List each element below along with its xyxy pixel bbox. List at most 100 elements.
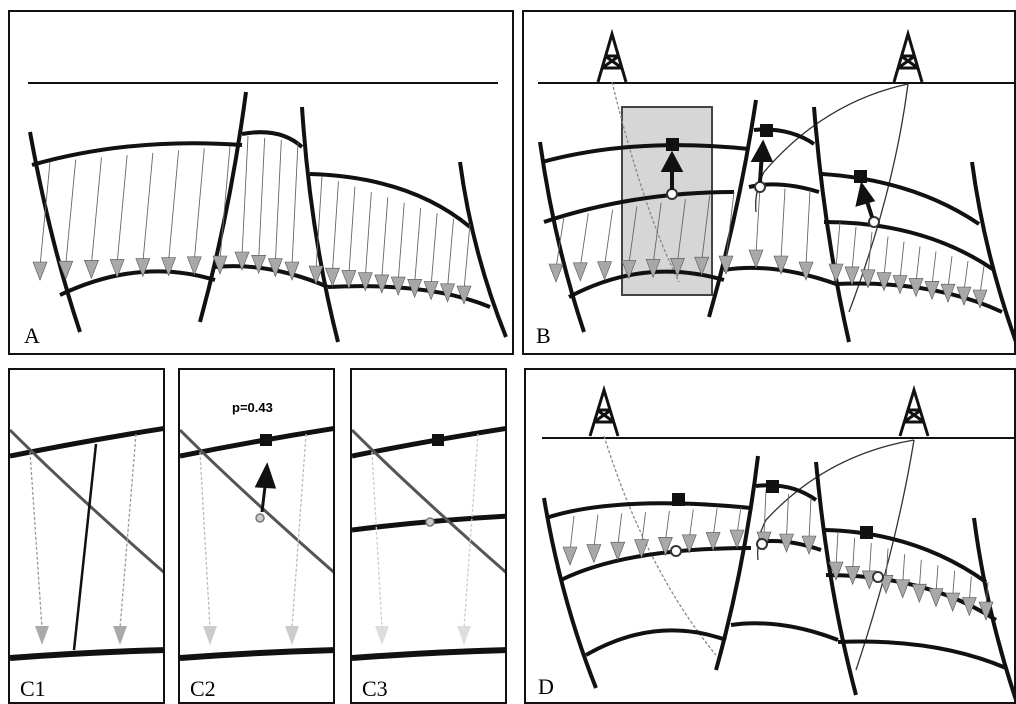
panel-b: B xyxy=(522,10,1016,355)
vector-line xyxy=(641,512,647,544)
vector-line xyxy=(617,513,623,547)
well-path xyxy=(855,439,915,671)
arrow-head-icon xyxy=(924,281,940,301)
vector-line xyxy=(414,207,422,284)
arrow-head-icon xyxy=(161,257,177,277)
horizon-bottom xyxy=(10,647,163,661)
drilling-rig-icon xyxy=(898,384,930,437)
vector-line xyxy=(29,451,43,629)
vector-line xyxy=(763,489,767,537)
intersection-point-icon xyxy=(255,513,265,523)
well-marker-square-icon xyxy=(760,124,773,137)
arrow-head-icon xyxy=(961,597,977,617)
arrow-head-icon xyxy=(597,261,613,281)
arrow-head-icon xyxy=(610,541,626,561)
vector-line xyxy=(331,181,339,273)
vector-line xyxy=(579,213,589,267)
vector-line xyxy=(447,218,455,288)
intersection-point-icon xyxy=(670,545,682,557)
vector-line xyxy=(835,531,839,567)
arrow-head-icon xyxy=(267,258,283,278)
arrow-head-icon xyxy=(325,267,340,288)
horizon-top xyxy=(352,426,505,459)
vector-line xyxy=(219,145,231,261)
vector-line xyxy=(555,216,565,269)
arrow-head-icon xyxy=(254,462,277,513)
well-marker-square-icon xyxy=(432,434,444,446)
arrow-head-icon xyxy=(251,255,267,275)
arrow-field xyxy=(562,489,994,621)
horizon-top xyxy=(309,172,472,229)
arrow-head-icon xyxy=(109,259,125,279)
arrow-head-icon xyxy=(660,150,684,190)
panel-c1-figure xyxy=(10,426,163,661)
arrow-head-icon xyxy=(978,601,994,621)
horizon-top xyxy=(541,143,750,164)
panel-label: C3 xyxy=(362,676,388,701)
arrow-field xyxy=(548,186,988,309)
horizon-top xyxy=(821,172,981,226)
arrow-head-icon xyxy=(390,276,406,296)
horizon-top xyxy=(545,501,752,520)
vector-line xyxy=(835,221,841,269)
horizon-top xyxy=(823,528,988,584)
horizon-top xyxy=(31,141,243,167)
well-marker-square-icon xyxy=(854,170,867,183)
arrow-head-icon xyxy=(308,265,324,285)
arrow-head-icon xyxy=(860,269,876,289)
vector-line xyxy=(701,195,711,262)
arrow-head-icon xyxy=(718,255,734,275)
arrow-head-icon xyxy=(798,261,814,281)
arrow-head-icon xyxy=(586,544,602,564)
arrow-head-icon xyxy=(58,260,74,280)
arrow-head-icon xyxy=(621,260,637,280)
vector-line xyxy=(688,509,694,539)
well-marker-square-icon xyxy=(260,434,272,446)
vector-line xyxy=(241,135,249,257)
fault-line xyxy=(352,428,505,574)
intersection-point-icon xyxy=(868,216,880,228)
fault-line xyxy=(458,161,508,338)
arrow-head-icon xyxy=(876,272,892,292)
fault-line xyxy=(198,91,248,323)
arrow-head-icon xyxy=(945,592,961,612)
vector-line xyxy=(755,186,761,255)
arrow-head-icon xyxy=(828,561,844,581)
fault-line xyxy=(542,497,598,689)
vector-line xyxy=(593,514,599,549)
arrow-head-icon xyxy=(729,529,745,549)
vector-line xyxy=(786,493,789,539)
arrow-head-icon xyxy=(135,258,151,278)
vector-line xyxy=(65,159,77,266)
arrow-head-icon xyxy=(35,626,49,645)
horizon-top xyxy=(755,483,818,502)
vector-line xyxy=(291,433,307,629)
arrow-head-icon xyxy=(895,579,911,599)
fault-line xyxy=(28,131,82,333)
panel-label: C2 xyxy=(190,676,216,701)
arrow-head-icon xyxy=(669,257,685,278)
fault-line xyxy=(10,428,163,574)
arrow-head-icon xyxy=(113,626,127,645)
arrow-head-icon xyxy=(911,583,927,604)
arrow-head-icon xyxy=(212,255,228,275)
vector-line xyxy=(348,186,356,275)
horizon-top xyxy=(241,130,304,149)
intersection-point-icon xyxy=(425,517,435,527)
fault-line xyxy=(812,106,851,343)
arrow-head-icon xyxy=(357,272,373,292)
horizon-top xyxy=(10,426,163,459)
probability-annotation: p=0.43 xyxy=(232,400,273,415)
arrow-head-icon xyxy=(694,256,710,276)
vector-line xyxy=(780,188,786,261)
vector-line xyxy=(868,543,872,575)
arrow-head-icon xyxy=(440,283,455,303)
vector-line xyxy=(371,451,383,629)
intersection-point-icon xyxy=(756,538,768,550)
arrow-head-icon xyxy=(457,626,471,645)
vector-line xyxy=(899,241,905,280)
vector-line xyxy=(193,148,205,261)
fault-line xyxy=(707,99,758,318)
well-path xyxy=(72,443,98,651)
arrow-head-icon xyxy=(375,626,389,645)
